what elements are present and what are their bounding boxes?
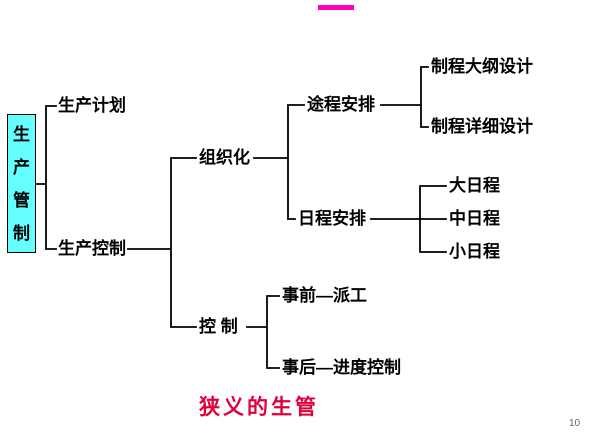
node-process-detail-design: 制程详细设计: [431, 117, 533, 136]
node-production-control: 生产控制: [58, 239, 126, 258]
node-organization: 组织化: [199, 148, 250, 167]
node-after-progress-control: 事后—进度控制: [282, 358, 401, 377]
node-minor-schedule: 小日程: [449, 242, 500, 261]
root-char: 产: [13, 157, 30, 177]
node-medium-schedule: 中日程: [449, 209, 500, 228]
node-control: 控 制: [199, 317, 238, 336]
root-node: 生 产 管 制: [7, 114, 36, 253]
node-scheduling: 日程安排: [298, 209, 366, 228]
caption: 狭义的生管: [199, 396, 319, 419]
root-char: 制: [13, 223, 30, 243]
page-number: 10: [569, 418, 581, 429]
node-major-schedule: 大日程: [449, 176, 500, 195]
root-char: 管: [13, 190, 30, 210]
node-before-dispatch: 事前—派工: [282, 286, 367, 305]
root-char: 生: [13, 124, 30, 144]
top-marker: [318, 5, 354, 10]
node-routing: 途程安排: [307, 95, 375, 114]
node-production-plan: 生产计划: [58, 96, 126, 115]
node-process-outline-design: 制程大纲设计: [431, 57, 533, 76]
